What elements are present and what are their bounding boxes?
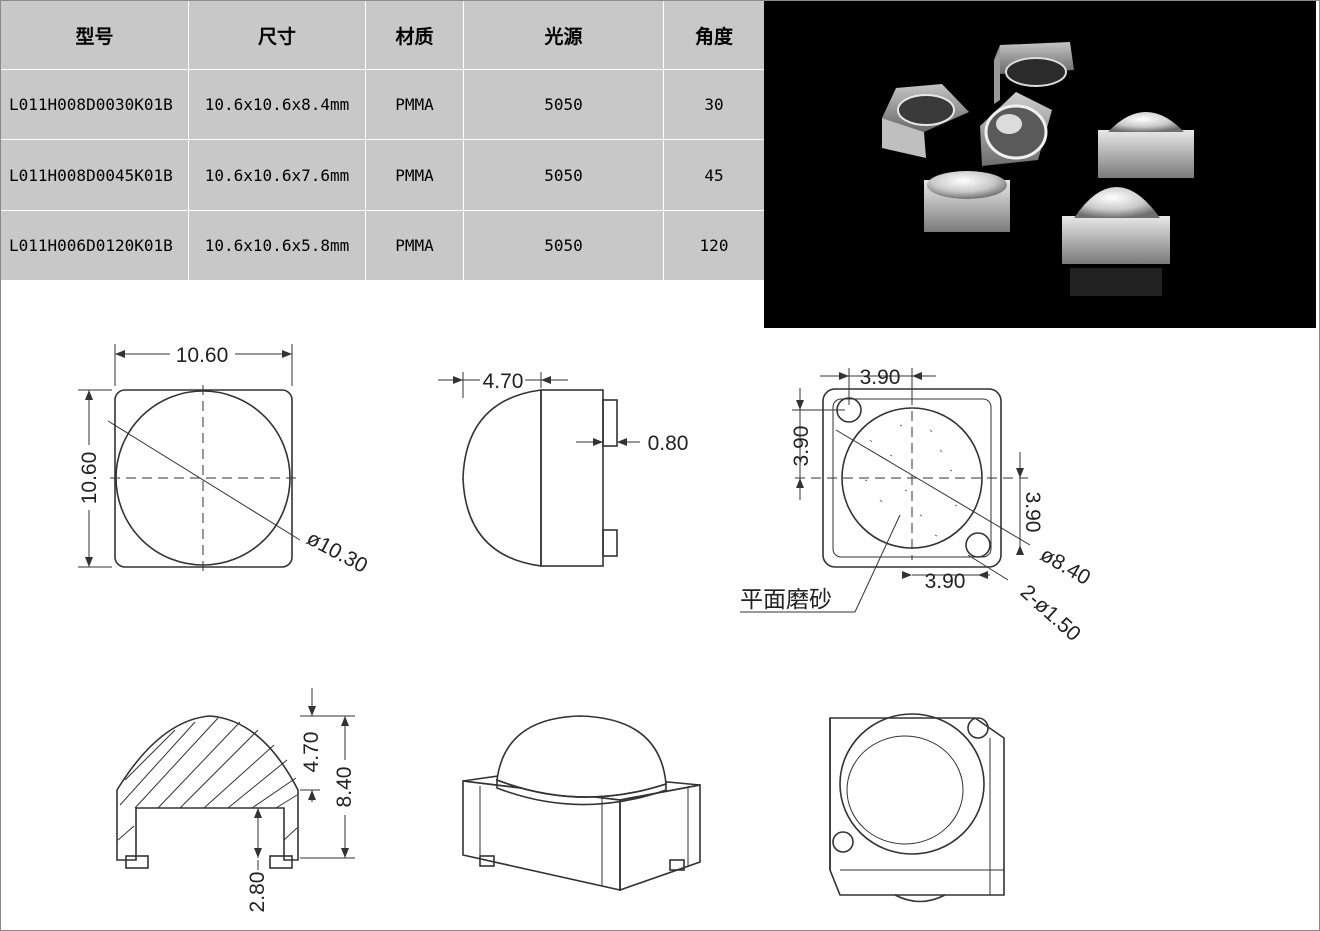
cell-size: 10.6x10.6x8.4mm: [188, 69, 366, 141]
lens-piece: [924, 171, 1010, 232]
lens-piece: [1098, 112, 1194, 178]
dim-bottom-lens-diameter: ø8.40: [1036, 543, 1094, 590]
dim-section-cavity-height: 2.80: [246, 872, 269, 913]
cell-material: PMMA: [365, 69, 464, 141]
cell-model: L011H008D0030K01B: [0, 69, 189, 141]
side-view: [438, 372, 640, 567]
dim-bottom-pitch-left: 3.90: [790, 426, 813, 467]
dim-bottom-pitch-right: 3.90: [1021, 492, 1044, 533]
table-row: L011H006D0120K01B 10.6x10.6x5.8mm PMMA 5…: [0, 209, 765, 282]
isometric-view-dome: [462, 715, 701, 892]
cell-light-source: 5050: [463, 139, 664, 211]
table-header-row: 型号 尺寸 材质 光源 角度: [0, 0, 765, 71]
dim-top-height: 10.60: [78, 452, 101, 505]
dim-section-dome-height: 4.70: [300, 732, 323, 773]
section-hatching: [117, 717, 298, 841]
table-row: L011H008D0030K01B 10.6x10.6x8.4mm PMMA 5…: [0, 69, 765, 141]
isometric-view-bottom: [829, 713, 1005, 903]
header-angle: 角度: [663, 0, 765, 71]
lens-piece: [1062, 187, 1170, 296]
dim-section-total-height: 8.40: [333, 767, 356, 808]
cell-angle: 45: [663, 139, 765, 211]
cell-model: L011H008D0045K01B: [0, 139, 189, 211]
dim-top-width: 10.60: [176, 344, 229, 367]
cell-material: PMMA: [365, 209, 464, 282]
cell-light-source: 5050: [463, 69, 664, 141]
arrowheads: [85, 350, 1024, 858]
frosted-texture: [864, 424, 958, 537]
table-row: L011H008D0045K01B 10.6x10.6x7.6mm PMMA 5…: [0, 139, 765, 211]
cell-model: L011H006D0120K01B: [0, 209, 189, 282]
dim-bottom-pitch-bottom: 3.90: [925, 570, 966, 593]
lens-piece: [994, 42, 1074, 104]
top-view: [78, 344, 301, 572]
cell-size: 10.6x10.6x5.8mm: [188, 209, 366, 282]
dim-bottom-hole-spec: 2-ø1.50: [1016, 580, 1085, 646]
dim-side-dome-height: 4.70: [483, 370, 524, 393]
cell-angle: 120: [663, 209, 765, 282]
cell-light-source: 5050: [463, 209, 664, 282]
header-light-source: 光源: [463, 0, 664, 71]
lens-photo-graphic: [882, 42, 1194, 296]
product-photo: [764, 0, 1316, 328]
surface-note: 平面磨砂: [740, 587, 832, 613]
dim-top-diameter: ø10.30: [303, 527, 372, 578]
cell-material: PMMA: [365, 139, 464, 211]
cell-size: 10.6x10.6x7.6mm: [188, 139, 366, 211]
bottom-view: [740, 368, 1031, 613]
cell-angle: 30: [663, 69, 765, 141]
dim-bottom-pitch-top: 3.90: [860, 366, 901, 389]
lens-piece: [882, 84, 969, 158]
dim-side-foot-height: 0.80: [648, 432, 689, 455]
lens-piece: [980, 92, 1052, 166]
spec-table: 型号 尺寸 材质 光源 角度 L011H008D0030K01B 10.6x10…: [0, 0, 765, 282]
section-view: [116, 688, 355, 870]
header-model: 型号: [0, 0, 189, 71]
